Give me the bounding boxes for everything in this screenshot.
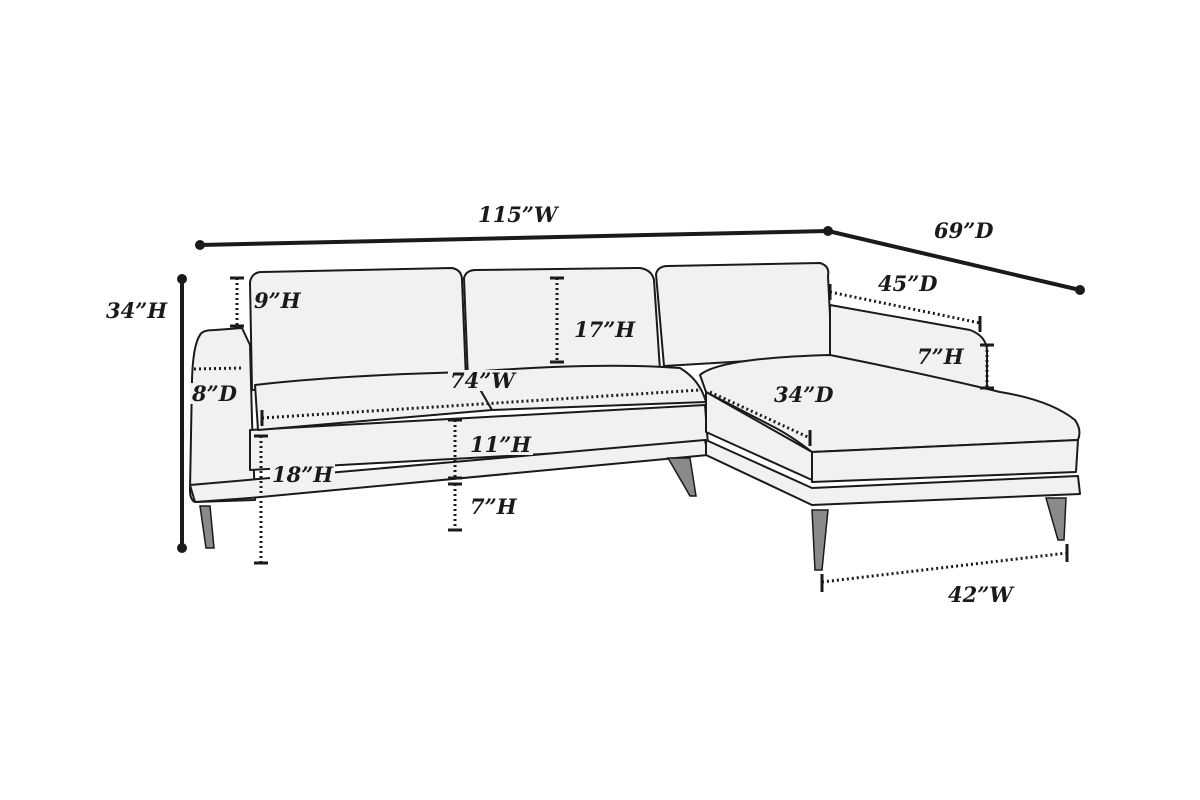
- back-cushion-height-label: 17”H: [572, 317, 638, 342]
- seat-width-label: 74”W: [448, 368, 517, 393]
- left-arm: [189, 327, 256, 503]
- chaise-width-label: 42”W: [948, 582, 1013, 607]
- back-above-arm-label: 9”H: [252, 288, 303, 313]
- seat-cushion-height-label: 11”H: [468, 432, 534, 457]
- chaise-depth-label: 45”D: [878, 271, 938, 296]
- leg-chaise-front: [811, 509, 829, 571]
- overall-height-label: 34”H: [106, 298, 168, 323]
- back-cushion-left: [249, 267, 467, 391]
- back-cushion-right: [655, 262, 833, 367]
- back-cushion-middle: [463, 267, 661, 381]
- arm-depth-label: 8”D: [190, 381, 239, 406]
- chaise-frame: [705, 439, 1081, 506]
- seat-height-label: 18”H: [270, 462, 336, 487]
- leg-middle: [666, 457, 697, 497]
- leg-front-left: [199, 505, 215, 549]
- chaise-arm-height-label: 7”H: [915, 344, 966, 369]
- sofa-frame: [189, 439, 709, 503]
- leg-chaise-back: [1045, 497, 1067, 541]
- chaise-side: [811, 439, 1079, 483]
- chaise-seat-depth-label: 34”D: [772, 382, 836, 407]
- overall-width-label: 115”W: [478, 202, 558, 227]
- overall-depth-label: 69”D: [934, 218, 994, 243]
- leg-height-label: 7”H: [470, 494, 517, 519]
- seat-cushion-middle: [469, 364, 707, 411]
